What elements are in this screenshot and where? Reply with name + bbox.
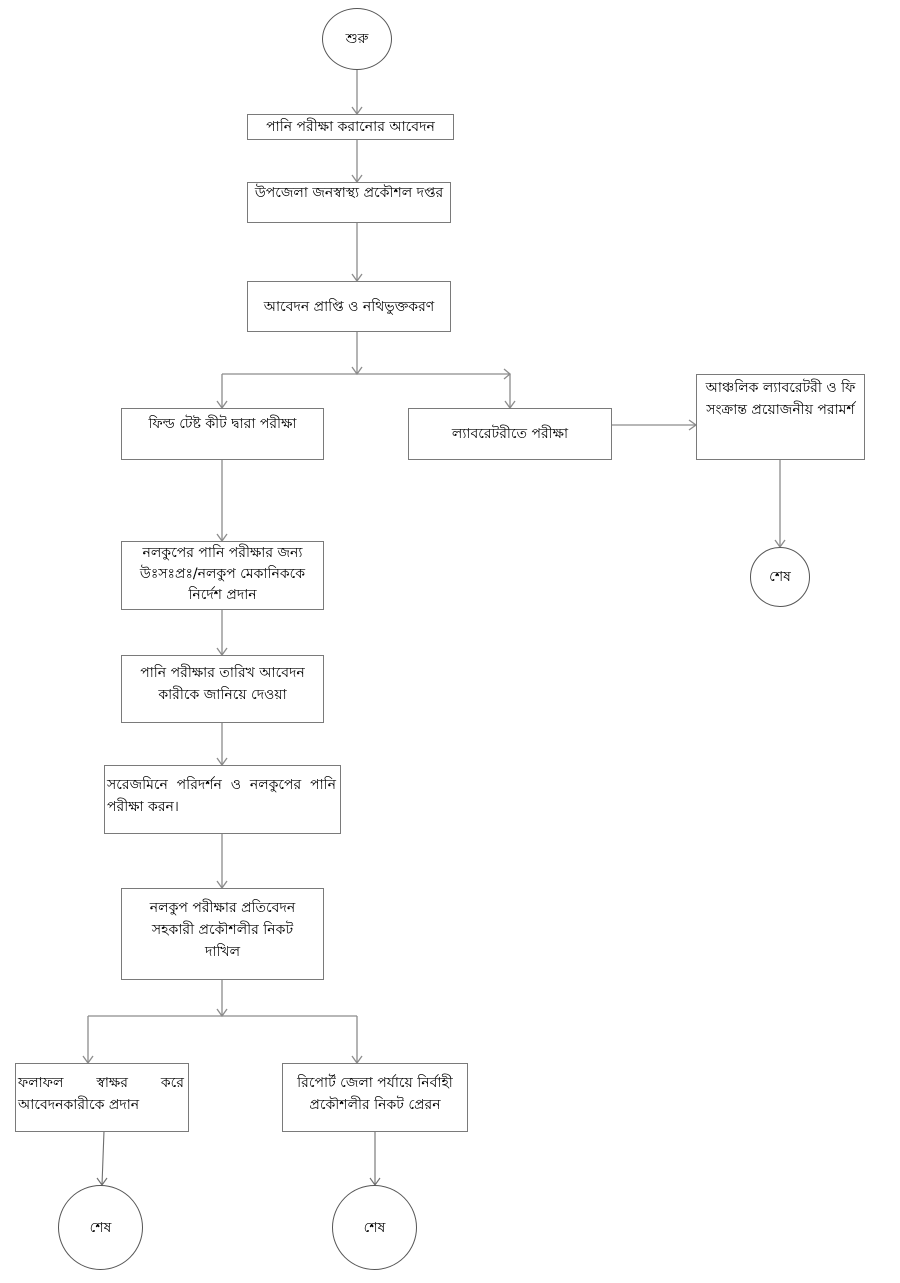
node-regional-lab-advice: আঞ্চলিক ল্যাবরেটরী ও ফি সংক্রান্ত প্রয়ো… <box>696 374 865 460</box>
node-notify-date: পানি পরীক্ষার তারিখ আবেদন কারীকে জানিয়ে… <box>121 655 324 723</box>
node-regional-lab-advice-label: আঞ্চলিক ল্যাবরেটরী ও ফি সংক্রান্ত প্রয়ো… <box>705 380 856 418</box>
end-label: শেষ <box>89 1219 112 1236</box>
node-upazila-office-label: উপজেলা জনস্বাস্থ্য প্রকৌশল দপ্তর <box>254 185 444 201</box>
end-node-district: শেষ <box>332 1185 417 1270</box>
connector-n11-end2 <box>101 1130 105 1186</box>
node-application-label: পানি পরীক্ষা করানোর আবেদন <box>266 119 435 135</box>
node-receive-record-label: আবেদন প্রাপ্তি ও নথিভুক্তকরণ <box>263 298 435 315</box>
node-application: পানি পরীক্ষা করানোর আবেদন <box>247 114 454 140</box>
node-instruct-mechanic-label: নলকুপের পানি পরীক্ষার জন্য উঃসঃপ্রঃ/নলকু… <box>139 545 306 603</box>
node-submit-report: নলকুপ পরীক্ষার প্রতিবেদন সহকারী প্রকৌশলী… <box>121 888 324 980</box>
node-upazila-office: উপজেলা জনস্বাস্থ্য প্রকৌশল দপ্তর <box>247 182 451 223</box>
end-label: শেষ <box>769 569 791 585</box>
node-instruct-mechanic: নলকুপের পানি পরীক্ষার জন্য উঃসঃপ্রঃ/নলকু… <box>121 541 324 610</box>
node-notify-date-label: পানি পরীক্ষার তারিখ আবেদন কারীকে জানিয়ে… <box>140 665 305 703</box>
node-sign-result-label: ফলাফল স্বাক্ষর করে আবেদনকারীকে প্রদান <box>18 1075 184 1113</box>
end-label: শেষ <box>363 1219 386 1236</box>
node-submit-report-label: নলকুপ পরীক্ষার প্রতিবেদন সহকারী প্রকৌশলী… <box>149 900 296 960</box>
node-send-report-district: রিপোর্ট জেলা পর্যায়ে নির্বাহী প্রকৌশলীর… <box>282 1063 468 1132</box>
node-send-report-district-label: রিপোর্ট জেলা পর্যায়ে নির্বাহী প্রকৌশলীর… <box>297 1075 453 1113</box>
node-field-test-kit-label: ফিল্ড টেষ্ট কীট দ্বারা পরীক্ষা <box>148 416 297 432</box>
end-node-applicant: শেষ <box>58 1185 143 1270</box>
node-site-inspection: সরেজমিনে পরিদর্শন ও নলকুপের পানি পরীক্ষা… <box>104 765 341 834</box>
node-field-test-kit: ফিল্ড টেষ্ট কীট দ্বারা পরীক্ষা <box>121 408 324 460</box>
node-lab-test: ল্যাবরেটরীতে পরীক্ষা <box>408 408 612 460</box>
node-site-inspection-label: সরেজমিনে পরিদর্শন ও নলকুপের পানি পরীক্ষা… <box>107 777 336 815</box>
start-node: শুরু <box>322 8 392 70</box>
node-receive-record: আবেদন প্রাপ্তি ও নথিভুক্তকরণ <box>247 281 451 332</box>
node-lab-test-label: ল্যাবরেটরীতে পরীক্ষা <box>451 426 569 442</box>
end-node-lab: শেষ <box>750 547 810 607</box>
start-label: শুরু <box>345 31 369 47</box>
node-sign-result: ফলাফল স্বাক্ষর করে আবেদনকারীকে প্রদান <box>15 1063 189 1132</box>
